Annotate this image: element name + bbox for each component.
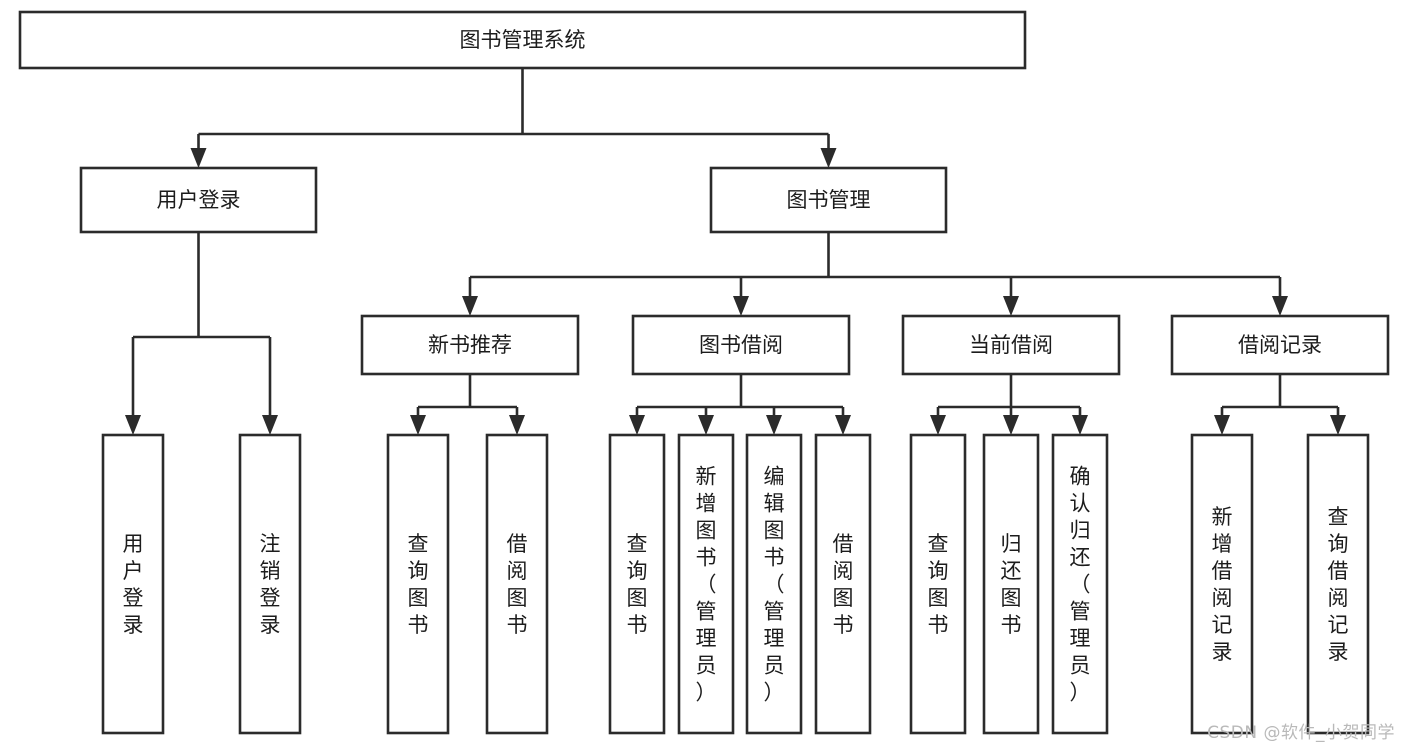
arrowhead-leaf-rec-query (410, 415, 426, 435)
connector-layer (125, 68, 1346, 435)
arrowhead-user-login (190, 148, 207, 168)
node-label-leaf-book-add: 新增图书（管理员） (696, 465, 717, 705)
node-leaf-cur-confirm[interactable]: 确认归还（管理员） (1051, 433, 1109, 735)
node-box-leaf-cur-return (982, 433, 1040, 735)
node-label-leaf-cur-query: 查询图书 (928, 532, 949, 637)
node-label-leaf-book-edit: 编辑图书（管理员） (764, 465, 785, 705)
arrowhead-leaf-book-borrow (835, 415, 851, 435)
node-box-leaf-rec-query2 (1306, 433, 1370, 735)
node-label-book-manage: 图书管理 (787, 188, 871, 212)
node-root[interactable]: 图书管理系统 (18, 10, 1027, 70)
node-box-user-login (79, 166, 318, 234)
node-box-leaf-rec-query (386, 433, 450, 735)
node-label-new-book-rec: 新书推荐 (428, 333, 512, 357)
node-leaf-book-add[interactable]: 新增图书（管理员） (677, 433, 735, 735)
arrowhead-leaf-user-logout (262, 415, 278, 435)
node-box-current-borrow (901, 314, 1121, 376)
arrowhead-leaf-rec-add (1214, 415, 1230, 435)
arrowhead-leaf-rec-query2 (1330, 415, 1346, 435)
arrowhead-leaf-book-add (698, 415, 714, 435)
node-label-leaf-cur-confirm: 确认归还（管理员） (1070, 465, 1091, 705)
node-label-leaf-cur-return: 归还图书 (1001, 532, 1022, 637)
arrowhead-leaf-book-edit (766, 415, 782, 435)
node-borrow-record[interactable]: 借阅记录 (1170, 314, 1390, 376)
arrowhead-leaf-borrow-query (629, 415, 645, 435)
node-current-borrow[interactable]: 当前借阅 (901, 314, 1121, 376)
node-leaf-book-borrow[interactable]: 借阅图书 (814, 433, 872, 735)
node-box-book-borrow (631, 314, 851, 376)
arrowhead-leaf-cur-return (1003, 415, 1019, 435)
arrowhead-borrow-record (1272, 296, 1288, 316)
node-box-leaf-user-login (101, 433, 165, 735)
node-box-leaf-book-edit (745, 433, 803, 735)
node-box-leaf-rec-add (1190, 433, 1254, 735)
arrowhead-leaf-cur-query (930, 415, 946, 435)
arrowhead-new-book-rec (462, 296, 478, 316)
node-leaf-rec-query2[interactable]: 查询借阅记录 (1306, 433, 1370, 735)
node-box-leaf-book-borrow (814, 433, 872, 735)
arrowhead-leaf-rec-borrow (509, 415, 525, 435)
node-box-leaf-borrow-query (608, 433, 666, 735)
node-label-current-borrow: 当前借阅 (969, 333, 1053, 357)
node-box-book-manage (709, 166, 948, 234)
node-leaf-borrow-query[interactable]: 查询图书 (608, 433, 666, 735)
node-leaf-user-logout[interactable]: 注销登录 (238, 433, 302, 735)
arrowhead-current-borrow (1003, 296, 1019, 316)
node-leaf-cur-return[interactable]: 归还图书 (982, 433, 1040, 735)
node-label-leaf-book-borrow: 借阅图书 (833, 532, 854, 637)
node-leaf-user-login[interactable]: 用户登录 (101, 433, 165, 735)
node-box-leaf-rec-borrow (485, 433, 549, 735)
arrowhead-leaf-user-login (125, 415, 141, 435)
node-leaf-rec-query[interactable]: 查询图书 (386, 433, 450, 735)
node-leaf-rec-borrow[interactable]: 借阅图书 (485, 433, 549, 735)
node-book-borrow[interactable]: 图书借阅 (631, 314, 851, 376)
node-box-new-book-rec (360, 314, 580, 376)
node-label-leaf-user-logout: 注销登录 (260, 532, 281, 637)
node-label-leaf-rec-query2: 查询借阅记录 (1328, 505, 1349, 664)
node-label-borrow-record: 借阅记录 (1238, 333, 1322, 357)
node-label-leaf-borrow-query: 查询图书 (627, 532, 648, 637)
node-book-manage[interactable]: 图书管理 (709, 166, 948, 234)
node-new-book-rec[interactable]: 新书推荐 (360, 314, 580, 376)
node-box-borrow-record (1170, 314, 1390, 376)
arrowhead-book-manage (820, 148, 837, 168)
node-box-leaf-book-add (677, 433, 735, 735)
node-label-leaf-rec-add: 新增借阅记录 (1212, 505, 1233, 664)
arrowhead-book-borrow (733, 296, 749, 316)
node-leaf-cur-query[interactable]: 查询图书 (909, 433, 967, 735)
arrowhead-leaf-cur-confirm (1072, 415, 1088, 435)
node-label-user-login: 用户登录 (157, 188, 241, 212)
node-label-book-borrow: 图书借阅 (699, 333, 783, 357)
node-box-root (18, 10, 1027, 70)
node-box-leaf-user-logout (238, 433, 302, 735)
node-box-leaf-cur-confirm (1051, 433, 1109, 735)
node-label-leaf-rec-borrow: 借阅图书 (507, 532, 528, 637)
csdn-watermark: CSDN @软件_小贺同学 (1207, 723, 1395, 743)
node-label-root: 图书管理系统 (460, 28, 586, 52)
node-label-leaf-rec-query: 查询图书 (408, 532, 429, 637)
node-label-leaf-user-login: 用户登录 (123, 532, 144, 637)
node-user-login[interactable]: 用户登录 (79, 166, 318, 234)
node-box-leaf-cur-query (909, 433, 967, 735)
node-leaf-rec-add[interactable]: 新增借阅记录 (1190, 433, 1254, 735)
node-layer: 图书管理系统用户登录图书管理新书推荐图书借阅当前借阅借阅记录用户登录注销登录查询… (18, 10, 1390, 735)
node-leaf-book-edit[interactable]: 编辑图书（管理员） (745, 433, 803, 735)
